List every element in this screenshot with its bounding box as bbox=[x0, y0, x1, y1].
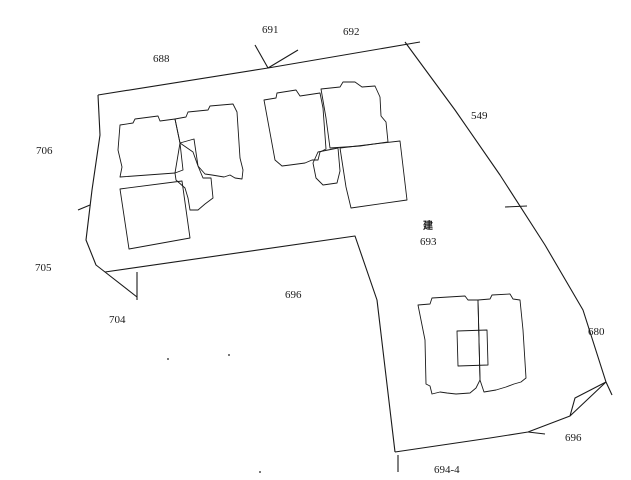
parcel-label-706: 706 bbox=[36, 145, 53, 157]
building-mid-square bbox=[339, 140, 408, 209]
building-se-right bbox=[477, 293, 527, 393]
parcel-label-549: 549 bbox=[471, 110, 488, 122]
parcel-label-696-lower: 696 bbox=[565, 432, 582, 444]
parcel-boundaries bbox=[77, 41, 613, 472]
building-footprints bbox=[117, 81, 527, 395]
boundary-west-spur bbox=[77, 204, 91, 211]
boundary-inner-road bbox=[104, 235, 396, 453]
parcel-label-692: 692 bbox=[343, 26, 360, 38]
parcel-label-680: 680 bbox=[588, 326, 605, 338]
survey-marks bbox=[167, 354, 261, 473]
building-se-core bbox=[456, 329, 489, 367]
survey-dot-1 bbox=[167, 358, 169, 360]
parcel-label-691: 691 bbox=[262, 24, 279, 36]
parcel-label-693-mark: 建 bbox=[422, 219, 434, 232]
boundary-605 bbox=[605, 381, 613, 396]
boundary-east-tick bbox=[504, 205, 528, 208]
boundary-north-spur bbox=[254, 44, 269, 69]
boundary-north bbox=[97, 41, 421, 96]
building-mid-c bbox=[312, 147, 341, 186]
building-se-left bbox=[417, 295, 481, 395]
parcel-label-694-4: 694-4 bbox=[434, 464, 460, 476]
boundary-north-spur-2 bbox=[267, 49, 299, 69]
parcel-label-705: 705 bbox=[35, 262, 52, 274]
building-west-a bbox=[117, 115, 184, 178]
boundary-west bbox=[85, 94, 138, 298]
parcel-label-696: 696 bbox=[285, 289, 302, 301]
building-west-square bbox=[119, 180, 191, 250]
boundary-tick-604 bbox=[527, 431, 546, 435]
building-mid-hatched bbox=[320, 81, 389, 149]
boundary-east-diagonal bbox=[404, 41, 607, 383]
parcel-labels: 688 691 692 549 706 705 704 696 建 693 68… bbox=[35, 24, 605, 476]
boundary-southeast-step bbox=[569, 381, 607, 417]
building-mid-a bbox=[263, 89, 327, 167]
survey-dot-2 bbox=[228, 354, 230, 356]
parcel-label-704: 704 bbox=[109, 314, 126, 326]
parcel-label-688: 688 bbox=[153, 53, 170, 65]
survey-dot-3 bbox=[259, 471, 261, 473]
parcel-label-693: 693 bbox=[420, 236, 437, 248]
